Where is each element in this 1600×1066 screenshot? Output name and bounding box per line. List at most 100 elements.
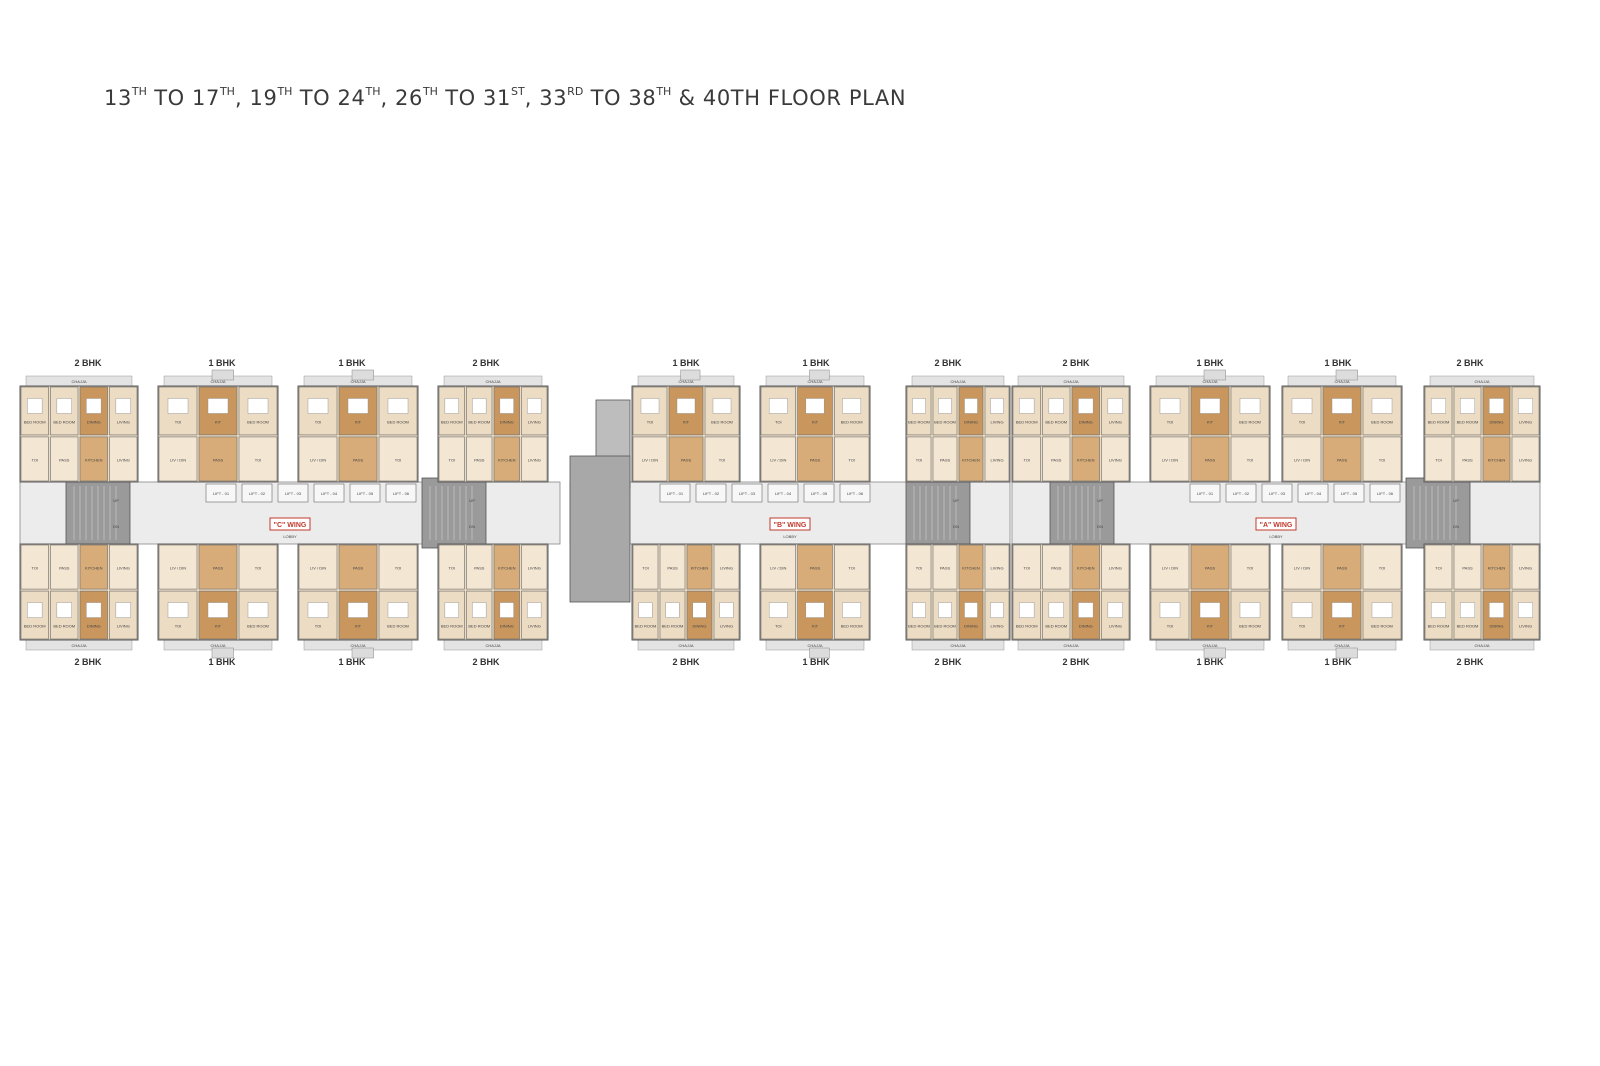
room-label: BED ROOM	[24, 419, 46, 424]
unit-type-label: 2 BHK	[934, 358, 962, 368]
room-label: TOI	[255, 457, 262, 462]
chajja-label: CHAJJA	[1474, 643, 1489, 648]
room-label: LIVING	[1109, 565, 1122, 570]
lift-shaft	[659, 483, 691, 503]
room-label: PASS	[474, 457, 485, 462]
service-slab	[211, 647, 234, 659]
furniture-bed	[1489, 398, 1504, 414]
lift: LIFT - 03	[1261, 483, 1293, 503]
room	[1282, 436, 1322, 482]
room	[906, 544, 932, 590]
room	[1282, 544, 1322, 590]
lift: LIFT - 01	[205, 483, 237, 503]
lift-shaft	[1189, 483, 1221, 503]
title-segment: & 40TH FLOOR PLAN	[671, 86, 907, 110]
furniture-bed	[499, 602, 514, 618]
lift-label: LIFT - 06	[1377, 491, 1394, 496]
room	[834, 386, 870, 436]
room-label: TOI	[848, 565, 855, 570]
room-label: DINING	[693, 624, 707, 629]
chajja-label: CHAJJA	[1474, 379, 1489, 384]
lift: LIFT - 05	[349, 483, 381, 503]
lift: LIFT - 04	[313, 483, 345, 503]
room-label: LIV / DIN	[170, 457, 186, 462]
title-superscript: ST	[510, 85, 525, 98]
room-label: DINING	[964, 624, 978, 629]
room-label: LIVING	[117, 565, 130, 570]
room	[659, 544, 686, 590]
furniture-bed	[499, 398, 514, 414]
room-label: TOI	[775, 419, 782, 424]
room	[378, 544, 418, 590]
stair-label: UP	[1097, 498, 1103, 503]
lift: LIFT - 02	[695, 483, 727, 503]
unit-type-label: 2 BHK	[1456, 358, 1484, 368]
room	[438, 386, 465, 436]
service-slab	[1335, 647, 1358, 659]
lift: LIFT - 04	[767, 483, 799, 503]
room	[1042, 436, 1071, 482]
unit-type-label: 2 BHK	[672, 657, 700, 667]
room-label: LIV / DIN	[770, 457, 786, 462]
room	[521, 436, 548, 482]
lobby-label: LOBBY	[283, 534, 297, 539]
room-label: LIV / DIN	[1294, 565, 1310, 570]
unit-type-label: 2 BHK	[1062, 657, 1090, 667]
wing-name: "A" WING	[1260, 522, 1293, 529]
room-label: LIV / DIN	[642, 457, 658, 462]
room	[79, 436, 108, 482]
furniture-bed	[115, 602, 131, 618]
room-label: TOI	[642, 565, 649, 570]
room	[1453, 386, 1482, 436]
room-label: PASS	[810, 457, 821, 462]
room-label: KITCHEN	[691, 565, 709, 570]
room-label: BED ROOM	[711, 419, 733, 424]
title-superscript: TH	[365, 85, 381, 98]
room	[834, 544, 870, 590]
room-label: PASS	[474, 565, 485, 570]
room-label: BED ROOM	[1457, 624, 1479, 629]
room-label: DINING	[1079, 419, 1093, 424]
unit-type-label: 2 BHK	[472, 358, 500, 368]
chajja-label: CHAJJA	[485, 379, 500, 384]
room-label: BED ROOM	[468, 624, 490, 629]
furniture-bed	[27, 602, 43, 618]
lift-shaft	[277, 483, 309, 503]
room	[713, 544, 740, 590]
room-label: KIT	[812, 624, 819, 629]
room-label: TOI	[1023, 457, 1030, 462]
furniture-bed	[307, 398, 329, 414]
unit-type-label: 1 BHK	[1196, 657, 1224, 667]
furniture-bed	[912, 398, 926, 414]
furniture-bed	[938, 602, 952, 618]
furniture-bed	[472, 602, 487, 618]
unit-type-label: 2 BHK	[472, 657, 500, 667]
room-label: BED ROOM	[441, 624, 463, 629]
room	[50, 436, 79, 482]
room	[958, 544, 984, 590]
lift-shaft	[205, 483, 237, 503]
lobby-label: LOBBY	[783, 534, 797, 539]
lift-shaft	[839, 483, 871, 503]
room-label: TOI	[395, 457, 402, 462]
title-segment: TO 24	[292, 86, 366, 110]
service-slab	[1335, 369, 1358, 381]
room-label: LIVING	[1109, 419, 1122, 424]
furniture-bed	[640, 398, 660, 414]
furniture-bed	[1431, 398, 1446, 414]
title-superscript: TH	[656, 85, 672, 98]
wing-name: "C" WING	[274, 522, 307, 529]
furniture-bed	[1331, 398, 1353, 414]
furniture-bed	[207, 398, 229, 414]
room-label: KITCHEN	[962, 565, 980, 570]
room-label: KIT	[215, 419, 222, 424]
room-label: PASS	[1337, 457, 1348, 462]
furniture-bed	[638, 602, 653, 618]
room-label: KIT	[1207, 624, 1214, 629]
lift: LIFT - 06	[1369, 483, 1401, 503]
